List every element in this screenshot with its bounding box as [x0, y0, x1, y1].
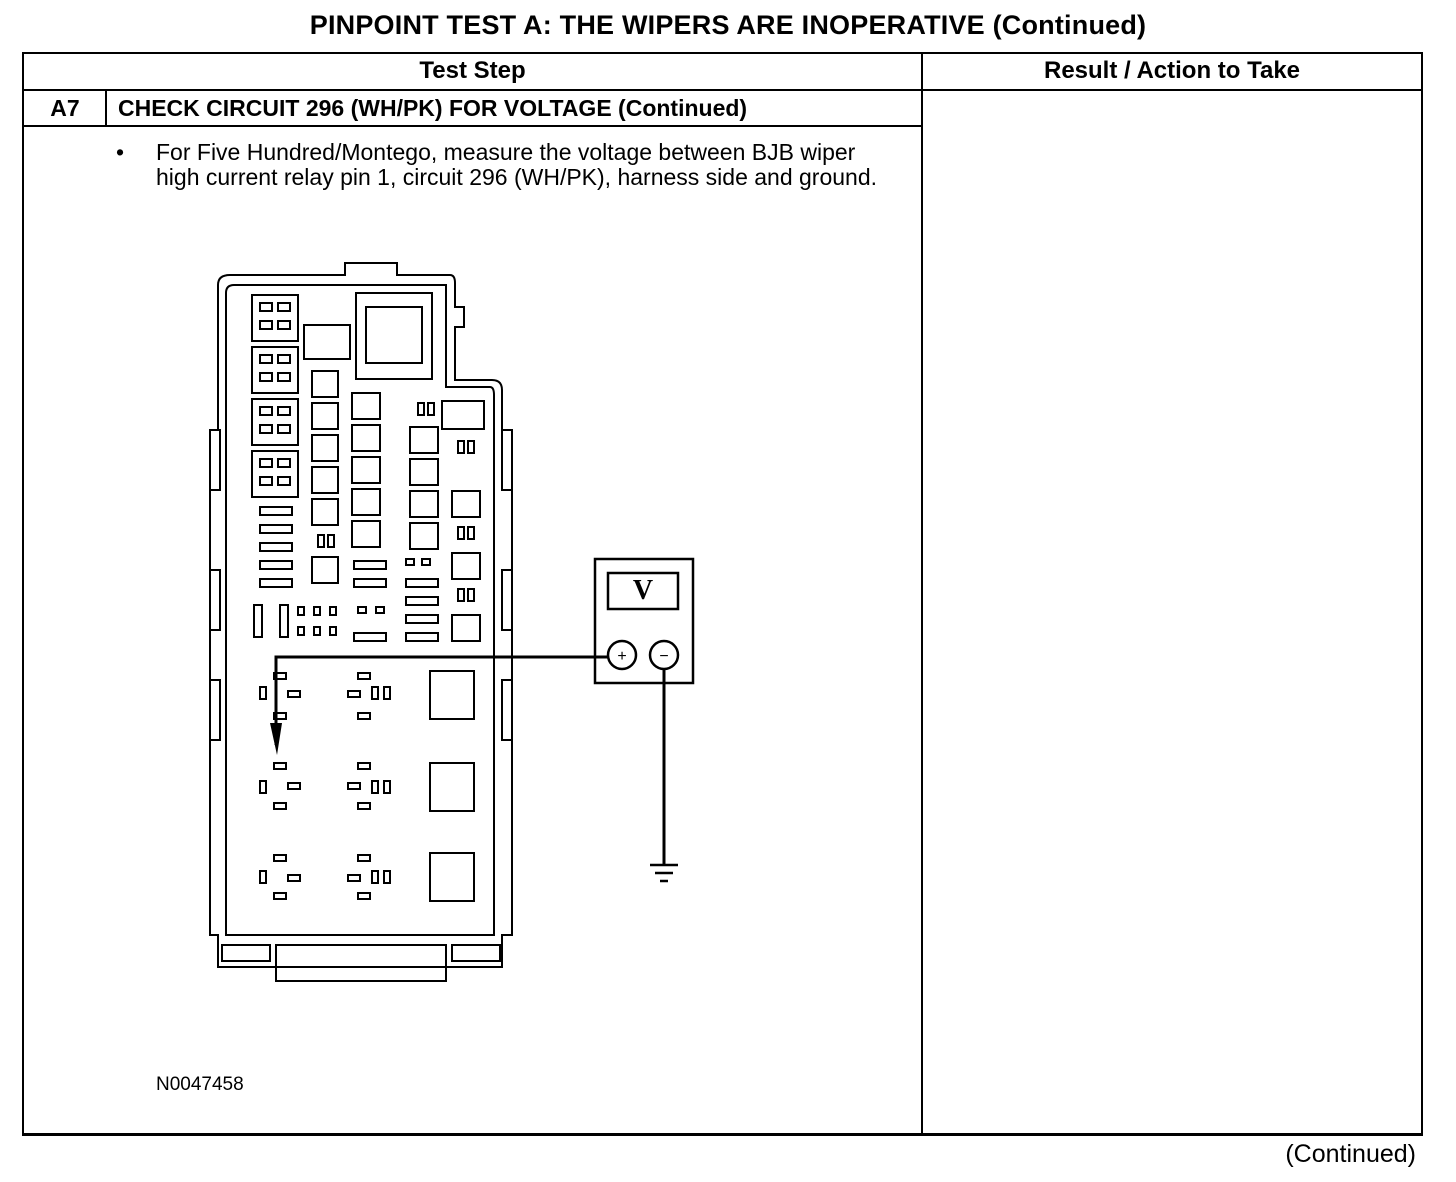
header-result-action: Result / Action to Take: [1043, 57, 1301, 84]
instruction-text: For Five Hundred/Montego, measure the vo…: [156, 139, 878, 190]
header-divider: [24, 89, 1421, 91]
step-id-divider: [105, 90, 107, 126]
figure-id: N0047458: [156, 1074, 244, 1095]
pinpoint-test-table: Test Step Result / Action to Take A7 CHE…: [22, 52, 1423, 1136]
column-divider: [921, 54, 923, 1134]
meter-negative-terminal: −: [659, 648, 668, 665]
bullet-icon: •: [116, 139, 125, 165]
header-test-step: Test Step: [419, 57, 526, 84]
probe-tip: [270, 723, 282, 755]
bjb-box-outline: [209, 262, 513, 968]
page-title: PINPOINT TEST A: THE WIPERS ARE INOPERAT…: [309, 10, 1147, 40]
step-id: A7: [50, 95, 80, 121]
meter-display: V: [633, 575, 653, 606]
step-row-divider: [24, 125, 921, 127]
continued-footer: (Continued): [1285, 1140, 1416, 1168]
ground-icon: [650, 863, 678, 883]
step-title: CHECK CIRCUIT 296 (WH/PK) FOR VOLTAGE (C…: [118, 95, 748, 121]
meter-positive-terminal: +: [617, 648, 626, 665]
bjb-voltmeter-diagram: V + −: [209, 262, 695, 982]
positive-lead-wire: [274, 655, 608, 745]
